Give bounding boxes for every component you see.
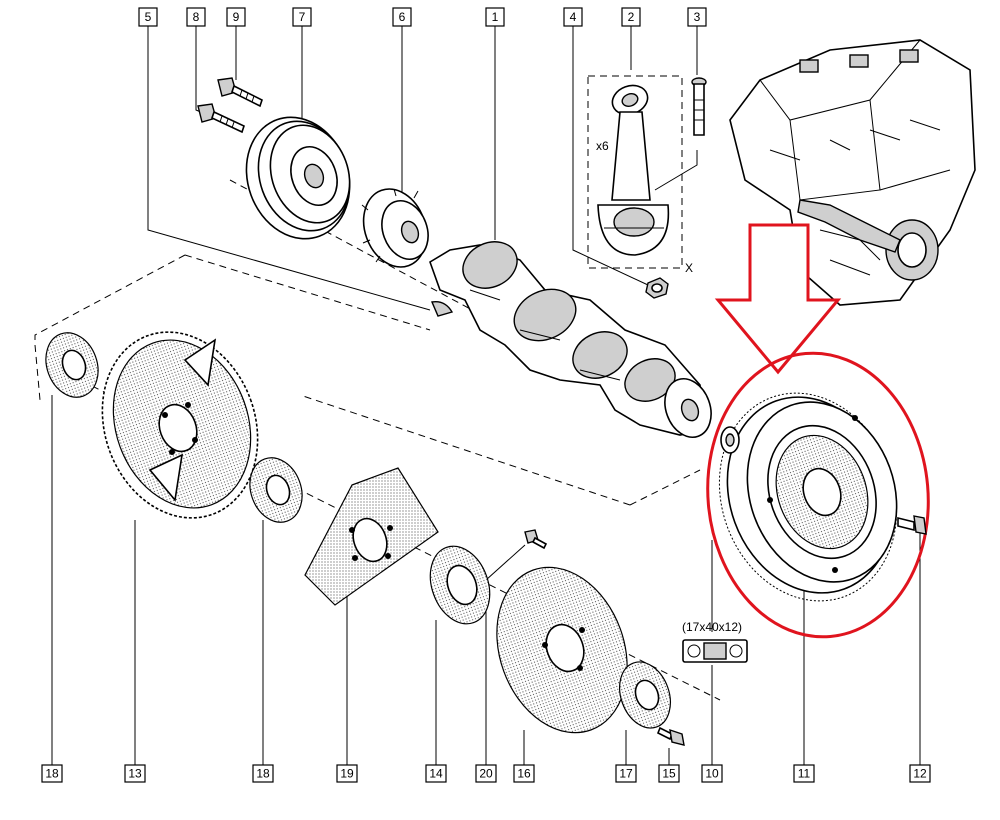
svg-text:15: 15 xyxy=(662,767,676,781)
callout-16: 16 xyxy=(513,764,535,783)
conrod-mark-label: X xyxy=(685,261,693,275)
callout-12: 12 xyxy=(909,764,931,783)
bolt-8 xyxy=(197,103,245,134)
top-callouts: 5 8 9 7 6 1 4 2 3 xyxy=(138,7,707,27)
seal-plate-18-center xyxy=(249,457,303,523)
callout-10: 10 xyxy=(701,764,723,783)
callout-13: 13 xyxy=(124,764,146,783)
connecting-rod-2 xyxy=(597,84,670,256)
svg-text:14: 14 xyxy=(429,767,443,781)
svg-text:18: 18 xyxy=(256,767,270,781)
timing-sprocket-6 xyxy=(361,188,429,268)
svg-text:18: 18 xyxy=(45,767,59,781)
svg-text:16: 16 xyxy=(517,767,531,781)
bolt-9 xyxy=(217,77,263,108)
engine-illustration xyxy=(729,39,976,306)
svg-text:6: 6 xyxy=(399,10,406,24)
red-arrow xyxy=(714,223,842,375)
svg-text:2: 2 xyxy=(628,10,635,24)
svg-text:17: 17 xyxy=(619,767,633,781)
drive-plate-16 xyxy=(496,566,628,734)
svg-text:20: 20 xyxy=(479,767,493,781)
svg-text:5: 5 xyxy=(145,10,152,24)
callout-15: 15 xyxy=(658,764,680,783)
svg-text:11: 11 xyxy=(798,767,811,781)
callout-6: 6 xyxy=(392,7,412,27)
crankshaft-pulley-7 xyxy=(245,116,351,240)
conrod-count-label: x6 xyxy=(596,139,609,153)
callout-5: 5 xyxy=(138,7,158,27)
svg-text:19: 19 xyxy=(340,767,354,781)
callout-8: 8 xyxy=(186,7,206,27)
svg-text:13: 13 xyxy=(128,767,142,781)
dual-mass-flywheel-11 xyxy=(718,392,898,602)
svg-text:12: 12 xyxy=(913,767,927,781)
bushing-detail-10 xyxy=(682,639,748,663)
red-highlight-circle xyxy=(706,351,930,639)
bottom-leaders xyxy=(51,395,921,765)
callout-14: 14 xyxy=(425,764,447,783)
callout-9: 9 xyxy=(226,7,246,27)
callout-19: 19 xyxy=(336,764,358,783)
callout-17: 17 xyxy=(615,764,637,783)
bottom-callouts: 18 13 18 19 14 20 16 17 15 10 11 12 xyxy=(41,764,931,783)
svg-text:7: 7 xyxy=(299,10,306,24)
svg-text:1: 1 xyxy=(492,10,499,24)
callout-7: 7 xyxy=(292,7,312,27)
callout-1: 1 xyxy=(485,7,505,27)
adapter-plate-19 xyxy=(304,467,439,606)
seal-17 xyxy=(619,661,671,729)
pilot-bushing-10 xyxy=(720,426,740,454)
callout-18-left: 18 xyxy=(41,764,63,783)
top-leaders xyxy=(147,25,698,311)
svg-text:10: 10 xyxy=(705,767,719,781)
bushing-size-label: (17x40x12) xyxy=(682,620,742,634)
conrod-bolt-3 xyxy=(691,77,707,136)
callout-2: 2 xyxy=(621,7,641,27)
svg-text:4: 4 xyxy=(570,10,577,24)
crankshaft-1 xyxy=(429,241,712,438)
svg-text:3: 3 xyxy=(694,10,701,24)
spacer-14 xyxy=(429,545,491,625)
flywheel-bolt-12 xyxy=(897,515,927,535)
bolt-20 xyxy=(524,529,548,550)
flywheel-13 xyxy=(101,331,259,519)
callout-20: 20 xyxy=(475,764,497,783)
conrod-nut-4 xyxy=(645,277,669,299)
callout-3: 3 xyxy=(687,7,707,27)
woodruff-key-5 xyxy=(431,301,454,317)
svg-text:9: 9 xyxy=(233,10,240,24)
seal-plate-18-left xyxy=(45,332,99,398)
bolt-15 xyxy=(656,726,685,746)
callout-11: 11 xyxy=(793,764,815,783)
svg-text:8: 8 xyxy=(193,10,200,24)
callout-18-center: 18 xyxy=(252,764,274,783)
callout-4: 4 xyxy=(563,7,583,27)
